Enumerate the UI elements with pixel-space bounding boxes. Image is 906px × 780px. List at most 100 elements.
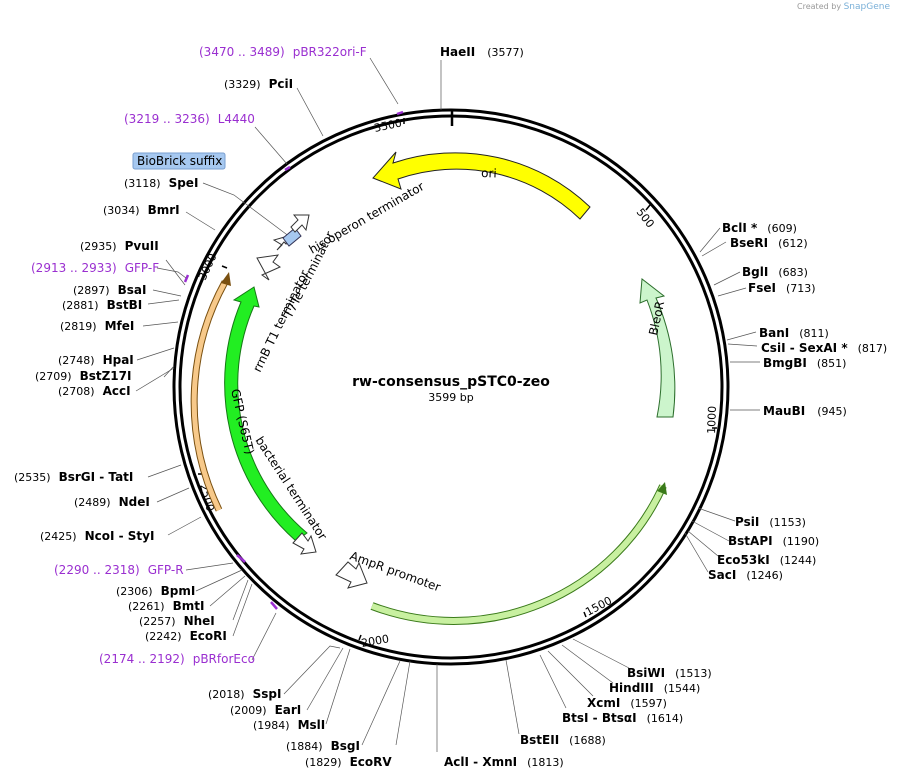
feature-his-operon-terminator-arrow[interactable] [290,214,310,233]
feature-bacterial-terminator-arrow[interactable] [292,532,317,555]
site-bgli[interactable]: BglI(683) [742,265,808,279]
site-msli[interactable]: (1984)MslI [253,718,325,732]
leader-bsiwi [572,638,630,669]
site-name: SacI [708,568,736,582]
site-hpai[interactable]: (2748)HpaI [58,353,134,367]
site-fsei[interactable]: FseI(713) [748,281,816,295]
site-name: BsiWI [627,666,665,680]
site-name: PvuII [125,239,159,253]
site-bstz17i[interactable]: (2709)BstZ17I [35,369,131,383]
site-name: XcmI [587,696,620,710]
primer-mark-gfp-f [183,274,190,283]
site-acli-xmni[interactable]: AclI - XmnI(1813) [444,755,564,769]
site-acci[interactable]: (2708) AccI [58,384,131,398]
site-eco53ki[interactable]: Eco53kI (1244) [717,553,816,567]
feature-orange-arc[interactable] [191,280,228,512]
site-position: (2009) [230,704,267,717]
site-name: SpeI [169,176,199,190]
site-bsrgi-tati[interactable]: (2535)BsrGI - TatI [14,470,133,484]
site-name: EcoRI [190,629,227,643]
site-pvuii[interactable]: (2935) PvuII [80,239,159,253]
plasmid-name: rw-consensus_pSTC0-zeo [352,374,550,390]
feature-rrnb-t1-terminator-arrow[interactable] [256,254,282,281]
site-pcii[interactable]: (3329)PciI [224,77,293,91]
site-name: AccI [103,384,131,398]
leader-ecorv [395,660,411,746]
site-ncoi-styi[interactable]: (2425)NcoI - StyI [40,529,154,543]
primer-label-pbrforeco[interactable]: (2174 .. 2192)pBRforEco [99,652,255,666]
leader-saci [684,532,709,573]
plasmid-length: 3599 bp [428,391,473,404]
site-position: (1984) [253,719,290,732]
site-bmri[interactable]: (3034)BmrI [103,203,180,217]
site-labels: HaeII(3577) (3329)PciI (3118)SpeI (3034)… [14,45,887,769]
site-eari[interactable]: (2009)EarI [230,703,301,717]
site-position: (2708) [58,385,95,398]
leader-l4440 [254,126,288,165]
site-sspi[interactable]: (2018)SspI [208,687,281,701]
site-bpmi[interactable]: (2306)BpmI [116,584,195,598]
site-nhei[interactable]: (2257)NheI [139,614,215,628]
site-btsi[interactable]: BtsI - BtsαI(1614) [562,711,683,725]
primer-label-l4440[interactable]: (3219 .. 3236)L4440 [124,112,255,126]
site-haeii[interactable]: HaeII(3577) [440,45,524,59]
site-position: (2881) [62,299,99,312]
primer-range: (2174 .. 2192) [99,652,185,666]
primer-label-gfp-r[interactable]: (2290 .. 2318)GFP-R [54,563,184,577]
site-position: (2819) [60,320,97,333]
primer-label-gfp-f[interactable]: (2913 .. 2933)GFP-F [31,261,159,275]
site-hindiii[interactable]: HindIII(1544) [609,681,700,695]
leader-bsai [152,289,182,297]
feature-bleor-arrow[interactable] [639,278,676,418]
site-bcli[interactable]: BclI *(609) [722,221,797,235]
leader-bpmi [195,569,243,592]
site-name: Eco53kI [717,553,770,567]
site-psii[interactable]: PsiI(1153) [735,515,806,529]
site-position: (2935) [80,240,117,253]
site-bsai[interactable]: (2897)BsaI [73,283,146,297]
snapgene-credit: Created by SnapGene [797,2,890,12]
biobrick-suffix-tag[interactable]: BioBrick suffix [132,152,226,170]
feature-ampr-head [657,482,667,495]
primer-name: GFP-R [148,563,184,577]
site-bseri[interactable]: BseRI(612) [730,236,808,250]
site-name: BstAPI [728,534,773,548]
site-bstbi[interactable]: (2881)BstBI [62,298,142,312]
feature-biobrick-block[interactable] [282,227,302,247]
feature-ori-arrow[interactable] [372,151,591,220]
site-xcmi[interactable]: XcmI(1597) [587,696,667,710]
leader-fsei [717,287,747,297]
tick-label-3500: 3500 [373,116,403,135]
site-position: (1244) [780,554,817,567]
site-ndei[interactable]: (2489)NdeI [74,495,150,509]
feature-gfp-arrow[interactable] [224,286,308,542]
leader-lines [135,57,760,752]
site-maubi[interactable]: MauBI(945) [763,404,847,418]
leader-bstz17i [163,365,175,378]
site-ecori[interactable]: (2242)EcoRI [145,629,227,643]
site-name: HaeII [440,45,475,59]
site-name: MauBI [763,404,805,418]
site-bani[interactable]: BanI(811) [759,326,829,340]
site-bsiwi[interactable]: BsiWI(1513) [627,666,712,680]
site-mfei[interactable]: (2819)MfeI [60,319,134,333]
site-ecorv[interactable]: (1829)EcoRV [305,755,392,769]
site-name: BmrI [148,203,180,217]
site-name: BseRI [730,236,768,250]
site-bsgi[interactable]: (1884)BsgI [286,739,360,753]
site-name: BanI [759,326,789,340]
site-name: BclI * [722,221,758,235]
site-spei[interactable]: (3118)SpeI [124,176,198,190]
primer-name: pBR322ori-F [293,45,367,59]
site-saci[interactable]: SacI(1246) [708,568,783,582]
site-bmti[interactable]: (2261)BmtI [128,599,204,613]
primer-label-pbr322ori-f[interactable]: (3470 .. 3489)pBR322ori-F [199,45,367,59]
site-bsteii[interactable]: BstEII(1688) [520,733,606,747]
site-bstapi[interactable]: BstAPI(1190) [728,534,819,548]
site-name: SspI [253,687,282,701]
site-csii-sexai[interactable]: CsiI - SexAI *(817) [761,341,887,355]
feature-ampr-promoter-arrow[interactable] [335,561,368,589]
feature-ampr-arc[interactable] [370,484,666,624]
feature-ori-label: ori [481,166,497,181]
site-bmgbi[interactable]: BmgBI(851) [763,356,846,370]
